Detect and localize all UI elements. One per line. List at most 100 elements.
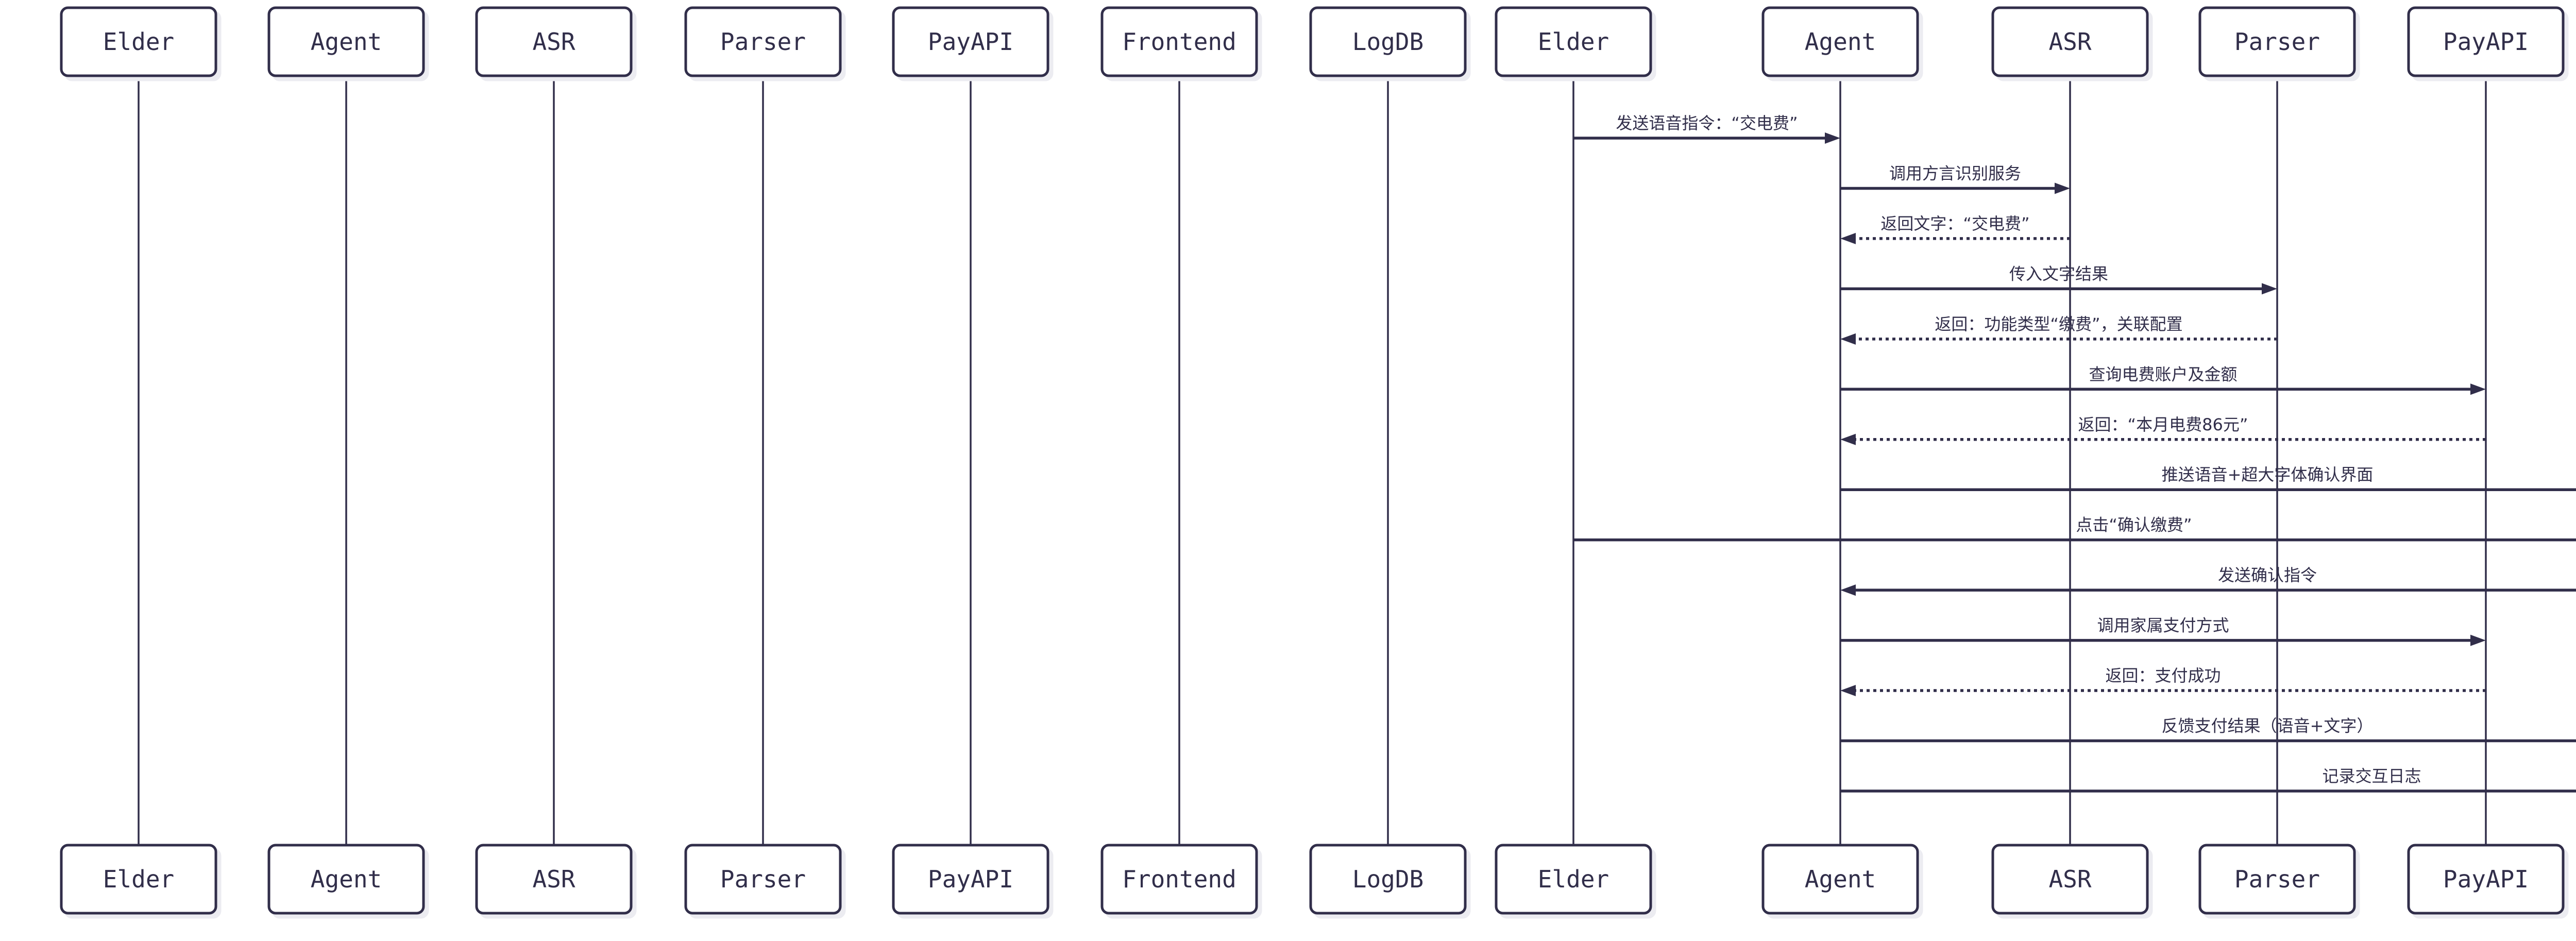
actor-label: PayAPI [928, 865, 1013, 893]
actor-label: Parser [720, 865, 806, 893]
actor-box-elder-top: Elder [60, 6, 217, 77]
actor-box-rect [2198, 844, 2356, 915]
message-14-agent-to-logdb: 记录交互日志 [1840, 766, 2576, 793]
actor-label: Agent [311, 865, 382, 893]
arrowhead-icon [2262, 283, 2277, 295]
arrowhead-icon [1840, 333, 1856, 345]
actor-box-frontend-bottom: Frontend [1100, 844, 1258, 915]
actor-label: Elder [103, 865, 174, 893]
actor-label: LogDB [1352, 28, 1423, 56]
actor-box-rect [475, 844, 633, 915]
actor-box-asr-bottom: ASR [475, 844, 633, 915]
message-label: 推送语音+超大字体确认界面 [2162, 465, 2374, 484]
actor-box-payapi-top: PayAPI [2407, 6, 2565, 77]
actor-label: Frontend [1122, 28, 1236, 56]
actor-box-rect [1100, 6, 1258, 77]
message-label: 反馈支付结果（语音+文字） [2162, 716, 2374, 736]
actor-box-rect [267, 844, 425, 915]
actor-label: Elder [103, 28, 174, 56]
actor-box-parser-top: Parser [2198, 6, 2356, 77]
actor-label: PayAPI [2443, 28, 2529, 56]
actor-box-rect [1991, 844, 2149, 915]
actor-box-rect [1495, 6, 1652, 77]
actor-box-agent-top: Agent [1761, 6, 1919, 77]
actor-box-parser-bottom: Parser [2198, 844, 2356, 915]
actor-box-elder-bottom: Elder [1495, 844, 1652, 915]
actor-label: Parser [2234, 865, 2320, 893]
actor-label: Agent [1805, 28, 1876, 56]
actor-box-parser-bottom: Parser [684, 844, 842, 915]
arrowhead-icon [1825, 132, 1840, 144]
message-2-agent-to-asr: 调用方言识别服务 [1840, 163, 2070, 194]
actor-label: Agent [1805, 865, 1876, 893]
message-9-elder-to-frontend: 点击“确认缴费” [1573, 515, 2576, 542]
actor-box-payapi-bottom: PayAPI [892, 844, 1049, 915]
actor-box-rect [1100, 844, 1258, 915]
actor-box-rect [684, 844, 842, 915]
actor-box-payapi-bottom: PayAPI [2407, 844, 2565, 915]
actor-box-agent-bottom: Agent [267, 844, 425, 915]
arrowhead-icon [1840, 232, 1856, 244]
actor-label: ASR [2048, 28, 2091, 56]
actor-box-parser-top: Parser [684, 6, 842, 77]
message-4-agent-to-parser: 传入文字结果 [1840, 264, 2277, 295]
actor-box-rect [60, 6, 217, 77]
actor-box-elder-top: Elder [1495, 6, 1652, 77]
message-label: 返回：功能类型“缴费”，关联配置 [1935, 314, 2182, 334]
actor-box-rect [684, 6, 842, 77]
actor-label: ASR [532, 28, 575, 56]
actor-box-rect [1761, 844, 1919, 915]
actor-box-frontend-top: Frontend [1100, 6, 1258, 77]
actor-box-rect [1309, 6, 1467, 77]
actor-box-agent-bottom: Agent [1761, 844, 1919, 915]
actor-box-asr-top: ASR [1991, 6, 2149, 77]
message-label: 传入文字结果 [2009, 264, 2108, 283]
actor-label: LogDB [1352, 865, 1423, 893]
actor-box-asr-top: ASR [475, 6, 633, 77]
actor-box-logdb-bottom: LogDB [1309, 844, 1467, 915]
actor-label: Agent [311, 28, 382, 56]
message-8-agent-to-frontend: 推送语音+超大字体确认界面 [1840, 465, 2576, 491]
actor-label: Parser [2234, 28, 2320, 56]
actor-box-rect [60, 844, 217, 915]
diagram-sequence-empty: ElderElderAgentAgentASRASRParserParserPa… [60, 6, 1467, 915]
message-13-agent-to-frontend: 反馈支付结果（语音+文字） [1840, 716, 2576, 743]
actor-box-agent-top: Agent [267, 6, 425, 77]
actor-label: ASR [2048, 865, 2091, 893]
message-label: 发送语音指令：“交电费” [1616, 113, 1798, 133]
message-label: 发送确认指令 [2218, 565, 2317, 585]
actor-box-rect [1761, 6, 1919, 77]
actor-box-payapi-top: PayAPI [892, 6, 1049, 77]
actor-box-rect [1309, 844, 1467, 915]
actor-label: Parser [720, 28, 806, 56]
message-6-agent-to-payapi: 查询电费账户及金额 [1840, 364, 2486, 395]
actor-box-logdb-top: LogDB [1309, 6, 1467, 77]
message-12-payapi-to-agent: 返回：支付成功 [1840, 666, 2486, 697]
message-label: 返回：支付成功 [2105, 666, 2221, 685]
actor-box-asr-bottom: ASR [1991, 844, 2149, 915]
arrowhead-icon [1840, 433, 1856, 445]
actor-label: Elder [1538, 865, 1609, 893]
actor-box-rect [1991, 6, 2149, 77]
message-11-agent-to-payapi: 调用家属支付方式 [1840, 616, 2486, 646]
arrowhead-icon [2470, 383, 2486, 395]
actor-box-rect [2407, 844, 2565, 915]
actor-label: Elder [1538, 28, 1609, 56]
actor-box-rect [475, 6, 633, 77]
message-label: 调用家属支付方式 [2097, 616, 2229, 635]
message-label: 返回：“本月电费86元” [2078, 415, 2248, 434]
actor-box-rect [892, 6, 1049, 77]
message-label: 点击“确认缴费” [2076, 515, 2192, 535]
actor-box-rect [1495, 844, 1652, 915]
message-1-elder-to-agent: 发送语音指令：“交电费” [1573, 113, 1840, 144]
actor-label: ASR [532, 865, 575, 893]
actor-box-rect [267, 6, 425, 77]
message-3-asr-to-agent: 返回文字：“交电费” [1840, 214, 2070, 244]
message-label: 调用方言识别服务 [1889, 163, 2021, 183]
message-label: 查询电费账户及金额 [2089, 364, 2237, 384]
arrowhead-icon [2470, 634, 2486, 646]
actor-box-rect [2198, 6, 2356, 77]
arrowhead-icon [1840, 685, 1856, 697]
